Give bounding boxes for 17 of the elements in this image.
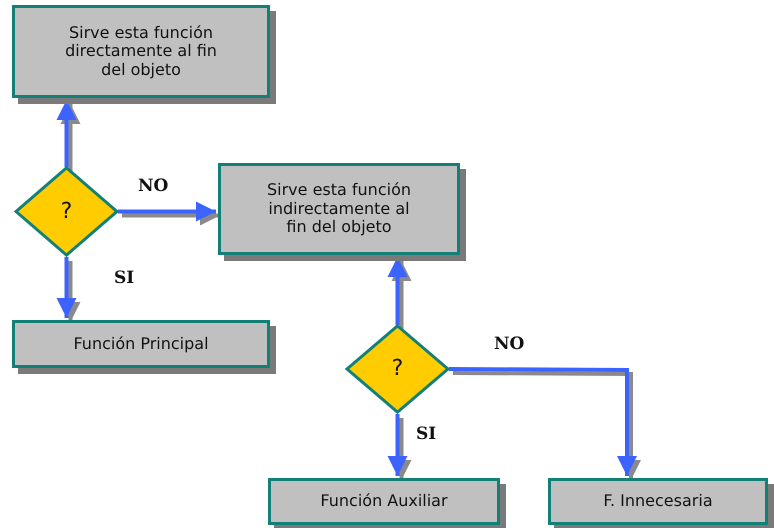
arrow xyxy=(56,257,76,318)
question-mark: ? xyxy=(392,356,404,382)
edge-label: SI xyxy=(114,268,134,288)
box-text: Función Principal xyxy=(73,334,209,354)
question-mark: ? xyxy=(60,198,72,224)
box-text: Sirve esta función directamente al fin del objeto xyxy=(64,24,218,80)
box-text: Sirve esta función indirectamente al fin del objeto xyxy=(266,181,412,237)
decision-diamond xyxy=(15,167,118,256)
edge-label: NO xyxy=(138,176,168,196)
arrow xyxy=(388,414,408,476)
edge-label: NO xyxy=(494,334,524,354)
arrow xyxy=(448,367,637,476)
box-text: Función Auxiliar xyxy=(320,492,448,511)
edge-label: SI xyxy=(416,424,436,444)
arrow xyxy=(118,202,216,222)
box-text: F. Innecesaria xyxy=(603,492,713,511)
decision-diamond xyxy=(346,325,449,413)
